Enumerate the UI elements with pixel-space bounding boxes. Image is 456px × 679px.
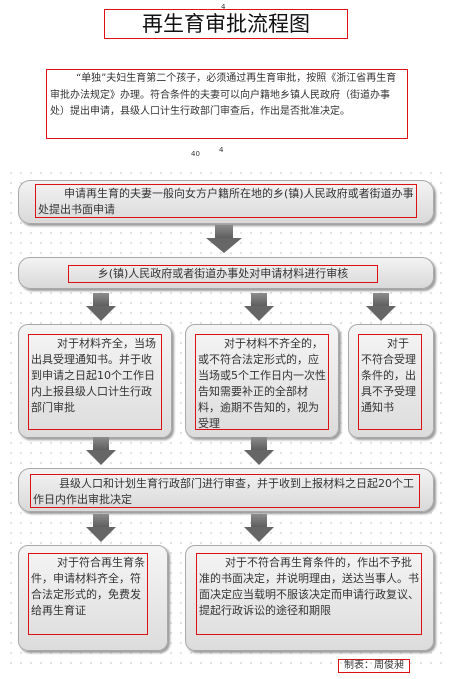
step3-container bbox=[18, 468, 434, 512]
step2-container bbox=[18, 257, 434, 289]
down-arrow-icon bbox=[366, 293, 396, 321]
page-mark: 40 bbox=[191, 150, 200, 158]
down-arrow-icon bbox=[244, 514, 274, 542]
branch-incomplete-text: 对于材料不齐全的，或不符合法定形式的，应当场或5个工作日内一次性告知需要补正的全… bbox=[195, 334, 329, 430]
step1-container bbox=[18, 180, 434, 224]
down-arrow-icon bbox=[86, 514, 116, 542]
branch-reject-text: 对于不符合受理条件的，出具不予受理通知书 bbox=[358, 334, 422, 430]
branch-complete-container bbox=[18, 324, 172, 438]
result-deny-container bbox=[185, 545, 434, 651]
page-mark: 4 bbox=[219, 146, 224, 154]
result-deny-text: 对于不符合再生育条件的，作出不予批准的书面决定，并说明理由，送达当事人。书面决定… bbox=[196, 553, 422, 635]
branch-reject-container bbox=[348, 324, 434, 438]
down-arrow-icon bbox=[206, 225, 242, 253]
down-arrow-icon bbox=[244, 437, 274, 465]
down-arrow-icon bbox=[244, 293, 274, 321]
author-credit: 制表：周俊昶 bbox=[338, 659, 410, 673]
step1-text: 申请再生育的夫妻一般向女方户籍所在地的乡(镇)人民政府或者街道办事处提出书面申请 bbox=[35, 184, 417, 218]
branch-incomplete-container bbox=[185, 324, 339, 438]
result-approve-container bbox=[18, 545, 168, 651]
step2-text: 乡(镇)人民政府或者街道办事处对申请材料进行审核 bbox=[68, 265, 378, 283]
branch-complete-text: 对于材料齐全，当场出具受理通知书。并于收到申请之日起10个工作日内上报县级人口计… bbox=[28, 334, 162, 430]
step3-text: 县级人口和计划生育行政部门进行审查，并于收到上报材料之日起20个工作日内作出审批… bbox=[30, 474, 420, 508]
down-arrow-icon bbox=[86, 437, 116, 465]
page-title: 再生育审批流程图 bbox=[104, 9, 348, 39]
intro-paragraph: “单独”夫妇生育第二个孩子，必须通过再生育审批，按照《浙江省再生育审批办法规定》… bbox=[46, 69, 408, 139]
result-approve-text: 对于符合再生育条件，申请材料齐全，符合法定形式的，免费发给再生育证 bbox=[28, 553, 148, 635]
down-arrow-icon bbox=[86, 293, 116, 321]
page-mark: 4 bbox=[221, 3, 226, 11]
